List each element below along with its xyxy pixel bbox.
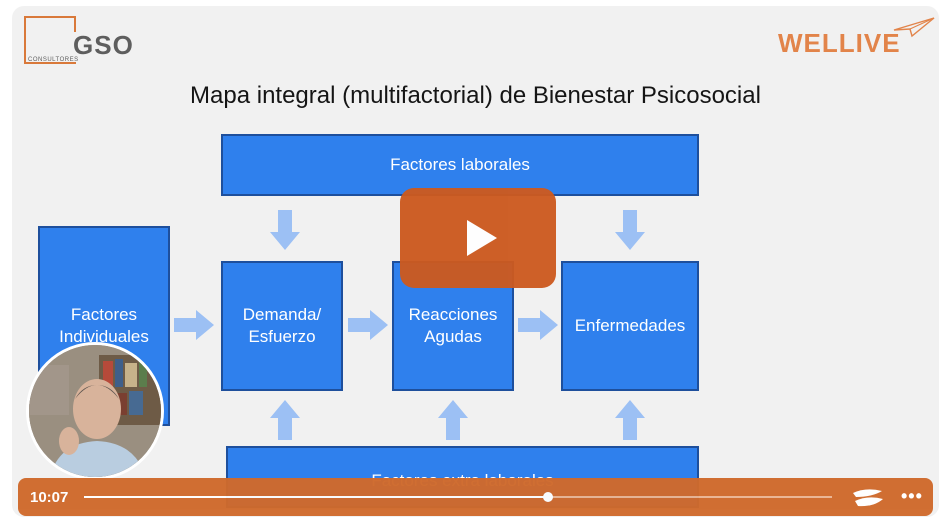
- presenter-video-image: [29, 345, 161, 477]
- progress-knob[interactable]: [542, 492, 553, 502]
- arrow-up-icon: [615, 400, 645, 440]
- progress-track[interactable]: [84, 492, 832, 502]
- gso-logo: GSO CONSULTORES: [24, 16, 144, 72]
- video-frame[interactable]: GSO CONSULTORES WELLIVE Mapa integral (m…: [12, 6, 939, 517]
- gso-logo-subtext: CONSULTORES: [28, 57, 79, 63]
- wellive-logo-text: WELLIVE: [778, 28, 901, 58]
- arrow-up-icon: [270, 400, 300, 440]
- gso-logo-frame: [24, 16, 76, 64]
- more-dots-icon[interactable]: •••: [901, 486, 923, 506]
- current-time: 10:07: [30, 489, 69, 506]
- slide-title: Mapa integral (multifactorial) de Bienes…: [190, 82, 761, 109]
- presenter-webcam: [26, 342, 164, 480]
- progress-fill: [84, 496, 548, 498]
- play-icon: [467, 220, 497, 256]
- arrow-right-icon: [348, 310, 388, 340]
- gso-logo-text: GSO: [73, 30, 134, 60]
- arrow-right-icon: [174, 310, 214, 340]
- player-controls: 10:07 •••: [18, 478, 933, 516]
- box-demanda-esfuerzo: Demanda/ Esfuerzo: [221, 261, 343, 391]
- box-enfermedades: Enfermedades: [561, 261, 699, 391]
- box-factores-laborales: Factores laborales: [221, 134, 699, 196]
- wellive-logo: WELLIVE: [778, 16, 938, 58]
- play-button[interactable]: [400, 188, 556, 288]
- paper-plane-icon: [893, 17, 935, 38]
- arrow-down-icon: [270, 210, 300, 250]
- arrow-down-icon: [615, 210, 645, 250]
- arrow-up-icon: [438, 400, 468, 440]
- wellive-wave-icon[interactable]: [852, 487, 884, 509]
- arrow-right-icon: [518, 310, 558, 340]
